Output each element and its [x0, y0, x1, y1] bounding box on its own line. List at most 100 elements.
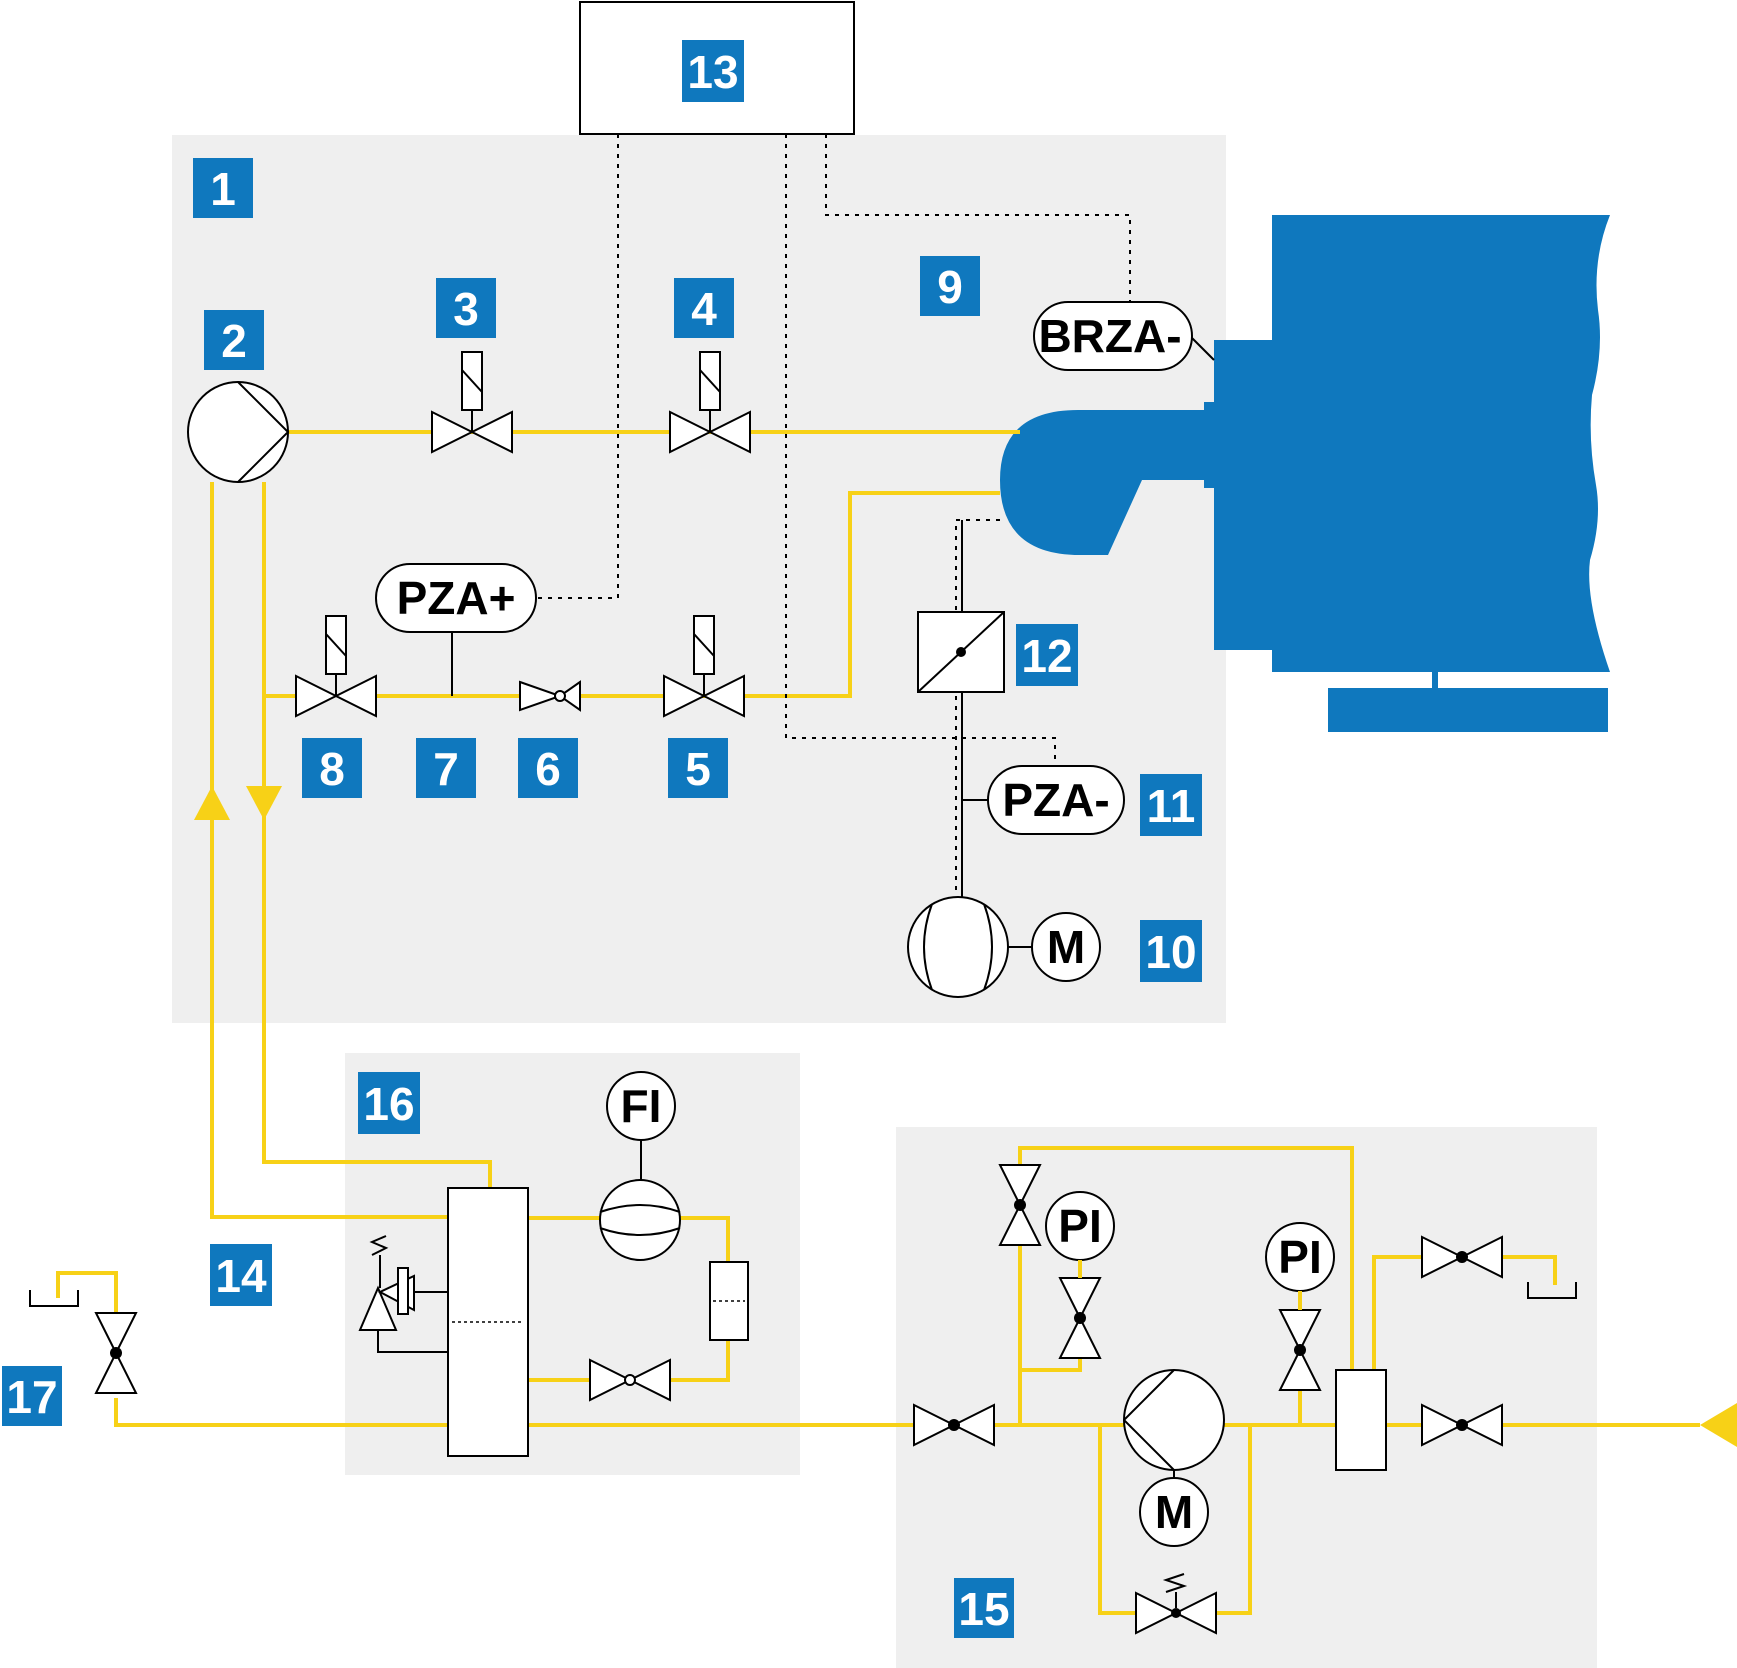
- flow-arrow-up: [194, 786, 230, 820]
- badge-1-text: 1: [210, 163, 236, 215]
- ball-valve-15-drain[interactable]: [1421, 1235, 1503, 1279]
- ball-valve-15-main[interactable]: [913, 1403, 995, 1447]
- badge-1: [193, 158, 253, 218]
- brza-label: BRZA-: [1038, 310, 1181, 362]
- brza-link: [1191, 337, 1215, 361]
- badge-3-text: 3: [453, 283, 479, 335]
- solenoid-valve-3[interactable]: [431, 351, 513, 454]
- solenoid-valve-5[interactable]: [663, 615, 745, 718]
- pi-right-label: PI: [1278, 1231, 1321, 1283]
- pump-icon: [187, 381, 290, 483]
- engine-connector: [1204, 402, 1234, 488]
- ball-valve-15-vertical-top[interactable]: [998, 1164, 1042, 1246]
- badge-5-text: 5: [685, 743, 711, 795]
- ball-valve-15-pi-left[interactable]: [1058, 1277, 1102, 1359]
- relief-valve-icon: [1162, 1573, 1188, 1608]
- badge-14: [210, 1244, 272, 1306]
- badge-13: [682, 40, 744, 102]
- motor-pump: [1139, 1477, 1209, 1547]
- pipe-valve-row: [376, 491, 1000, 698]
- pza-plus-label: PZA+: [397, 572, 516, 624]
- badge-4: [674, 278, 734, 338]
- check-valve-icon: [554, 690, 566, 702]
- flow-arrow-inlet: [1700, 1403, 1737, 1447]
- pipe-return-line: [262, 482, 492, 1188]
- check-valve-16[interactable]: [589, 1358, 671, 1402]
- badge-7: [416, 738, 476, 798]
- turbine-housing: [1000, 410, 1230, 555]
- solenoid-valve-4[interactable]: [669, 351, 751, 454]
- badge-17: [2, 1366, 62, 1426]
- ball-valve-15-pi-right[interactable]: [1278, 1309, 1322, 1391]
- fi-label: FI: [621, 1080, 662, 1132]
- badge-8: [302, 738, 362, 798]
- pipe-15-right-top: [1372, 1255, 1422, 1370]
- solenoid-valve-8[interactable]: [295, 615, 377, 718]
- badge-13-text: 13: [687, 46, 738, 98]
- badge-15: [954, 1578, 1014, 1638]
- ball-valve-17[interactable]: [94, 1312, 138, 1394]
- badge-10: [1140, 920, 1202, 982]
- badge-9: [920, 256, 980, 316]
- engine-body: [1214, 215, 1610, 672]
- badge-11-text: 11: [1147, 780, 1196, 832]
- badge-9-text: 9: [937, 261, 963, 313]
- badge-10-text: 10: [1145, 926, 1196, 978]
- signal-turbo-compressor: [955, 519, 1000, 895]
- relief-valve-16: [358, 1235, 448, 1353]
- badges: 1 2 3 4 9 8 7 6 5 12 11 10 13 16 14 17 1: [2, 40, 1202, 1638]
- badge-14-text: 14: [215, 1250, 267, 1302]
- badge-15-text: 15: [958, 1583, 1009, 1635]
- filter-16: [709, 1261, 749, 1341]
- badge-8-text: 8: [319, 743, 345, 795]
- pza-plus-box: [375, 563, 537, 633]
- engine-base-stem: [1432, 670, 1438, 690]
- pipe-15-relief-loop: [1098, 1425, 1136, 1615]
- badge-3: [436, 278, 496, 338]
- badge-6: [518, 738, 578, 798]
- motor-pump-label: M: [1155, 1486, 1193, 1538]
- flowmeter-icon: [599, 1179, 681, 1261]
- badge-5: [668, 738, 728, 798]
- pipe-15-top-loop: [1018, 1146, 1354, 1425]
- pipe-filter-loop: [528, 1216, 730, 1262]
- signal-lines: [536, 134, 1131, 895]
- pipe-15-drain: [1502, 1255, 1557, 1285]
- pipe-15-pi-branch: [1020, 1358, 1082, 1372]
- badge-16: [358, 1072, 420, 1134]
- pipe-main-bottom: [114, 1398, 448, 1427]
- pipe-pump-left-down: [210, 482, 448, 1219]
- motor-main-label: M: [1047, 921, 1085, 973]
- relief-valve-15[interactable]: [1135, 1573, 1217, 1635]
- flow-arrow-down: [246, 786, 282, 820]
- badge-4-text: 4: [691, 283, 717, 335]
- badge-2: [204, 310, 264, 370]
- badge-16-text: 16: [363, 1078, 414, 1130]
- control-box-13: [579, 1, 855, 135]
- badge-12: [1016, 624, 1078, 686]
- brza-box: [1033, 301, 1193, 371]
- signal-13-pza-minus: [785, 134, 1056, 765]
- pza-minus-box: [987, 765, 1125, 835]
- compressor-icon: [907, 896, 1009, 998]
- check-valve-6[interactable]: [519, 680, 581, 712]
- signal-13-pza-plus: [536, 134, 619, 599]
- badge-12-text: 12: [1021, 630, 1072, 682]
- pipe-filter-loop-bottom: [670, 1340, 730, 1382]
- ball-valve-15-inlet[interactable]: [1421, 1403, 1503, 1447]
- drain-tank-17: [29, 1290, 79, 1307]
- panel-1: [172, 135, 1226, 1023]
- pump-icon: [1123, 1369, 1225, 1471]
- pipe-17-tank: [56, 1271, 118, 1310]
- drain-tank-15: [1527, 1282, 1577, 1299]
- badge-11: [1140, 774, 1202, 836]
- badge-7-text: 7: [433, 743, 459, 795]
- badge-6-text: 6: [535, 743, 561, 795]
- engine-block: [1000, 215, 1610, 732]
- motor-main: [1031, 912, 1101, 982]
- check-valve-icon: [624, 1374, 636, 1386]
- badge-17-text: 17: [6, 1371, 57, 1423]
- badge-2-text: 2: [221, 315, 247, 367]
- filter-icon: [917, 611, 1005, 693]
